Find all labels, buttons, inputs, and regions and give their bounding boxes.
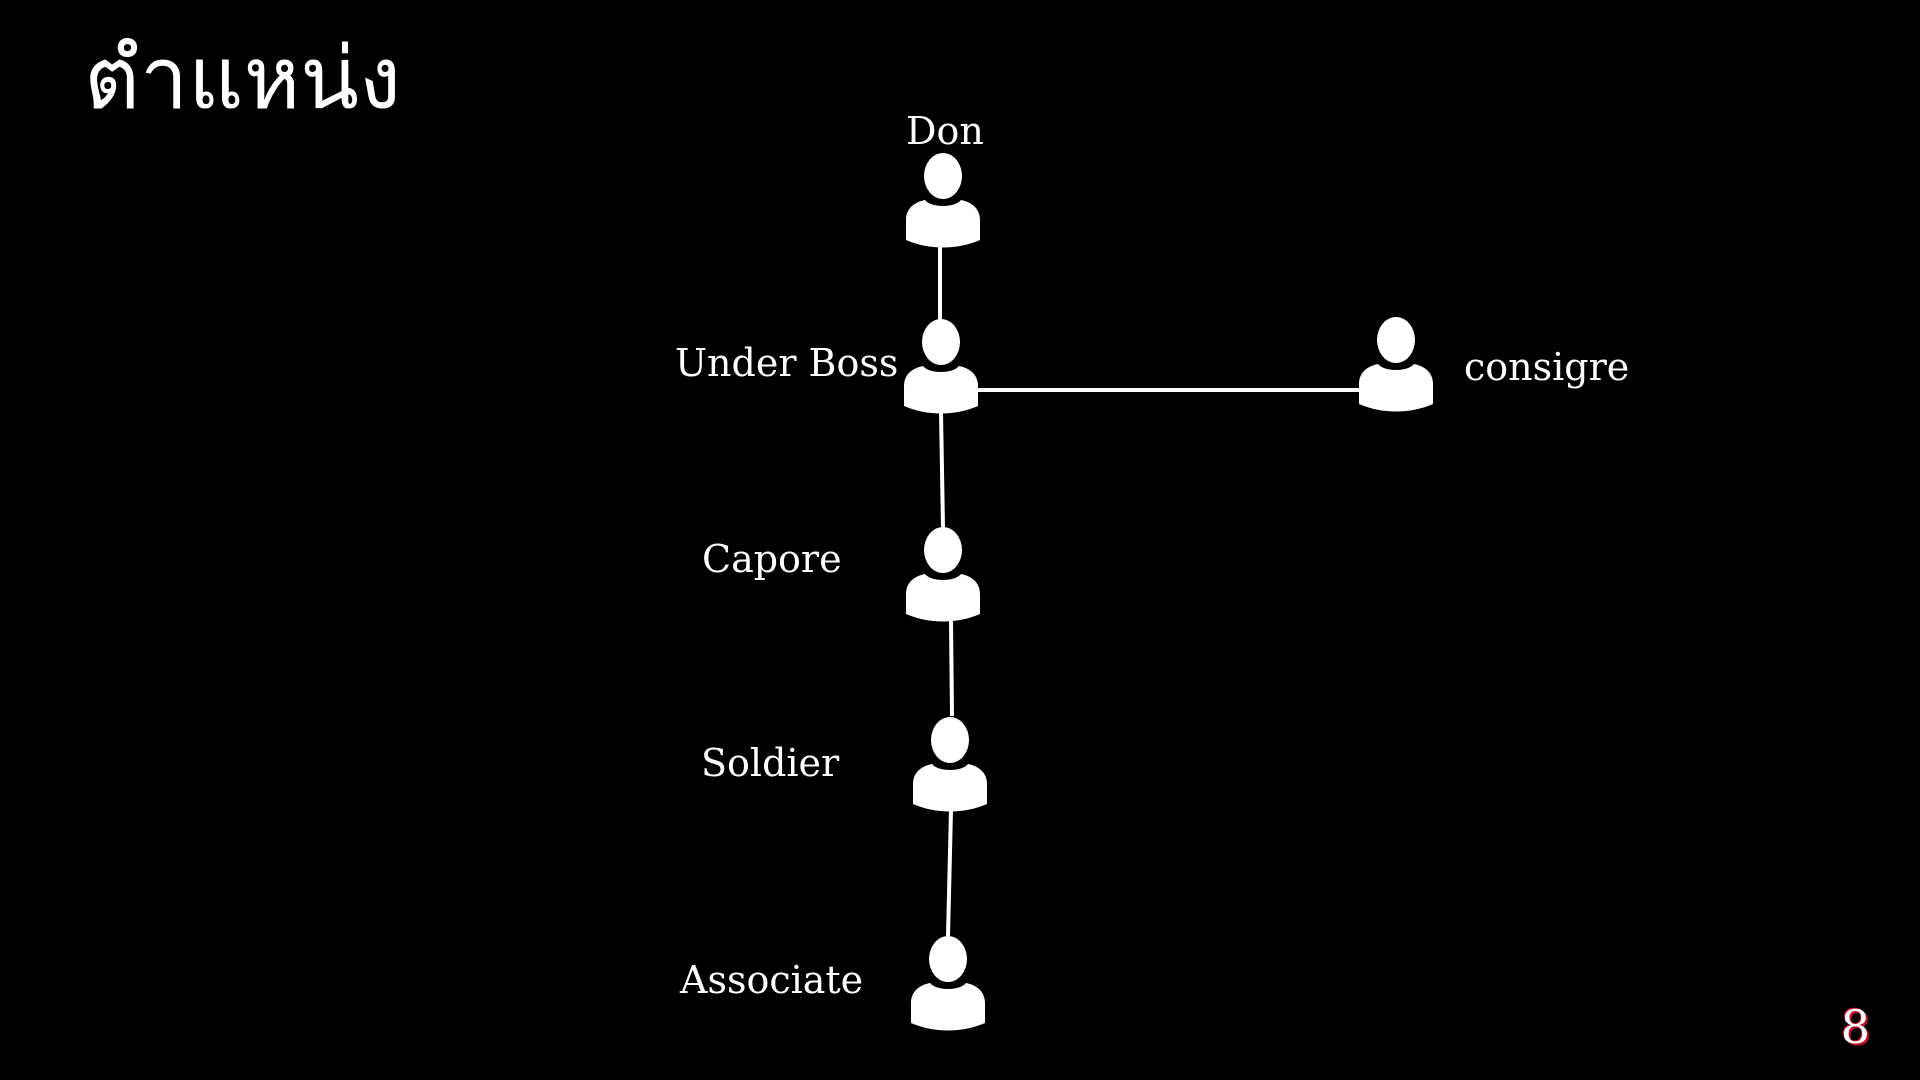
person-icon bbox=[905, 526, 981, 622]
person-icon bbox=[910, 935, 986, 1031]
connector-soldier-associate bbox=[946, 809, 953, 937]
connector-under-boss-capore bbox=[939, 411, 945, 529]
node-label-associate: Associate bbox=[680, 958, 864, 1002]
connector-capore-soldier bbox=[949, 619, 954, 717]
person-icon bbox=[903, 318, 979, 414]
node-label-capore: Capore bbox=[702, 537, 842, 581]
node-label-under-boss: Under Boss bbox=[675, 341, 899, 385]
node-label-soldier: Soldier bbox=[701, 741, 840, 785]
node-label-don: Don bbox=[906, 109, 984, 153]
person-icon bbox=[1358, 316, 1434, 412]
person-icon bbox=[912, 716, 988, 812]
node-label-consigre: consigre bbox=[1464, 345, 1630, 389]
person-icon bbox=[905, 152, 981, 248]
page-number: 8 bbox=[1840, 1000, 1870, 1054]
slide-title: ตำแหน่ง bbox=[84, 29, 402, 129]
